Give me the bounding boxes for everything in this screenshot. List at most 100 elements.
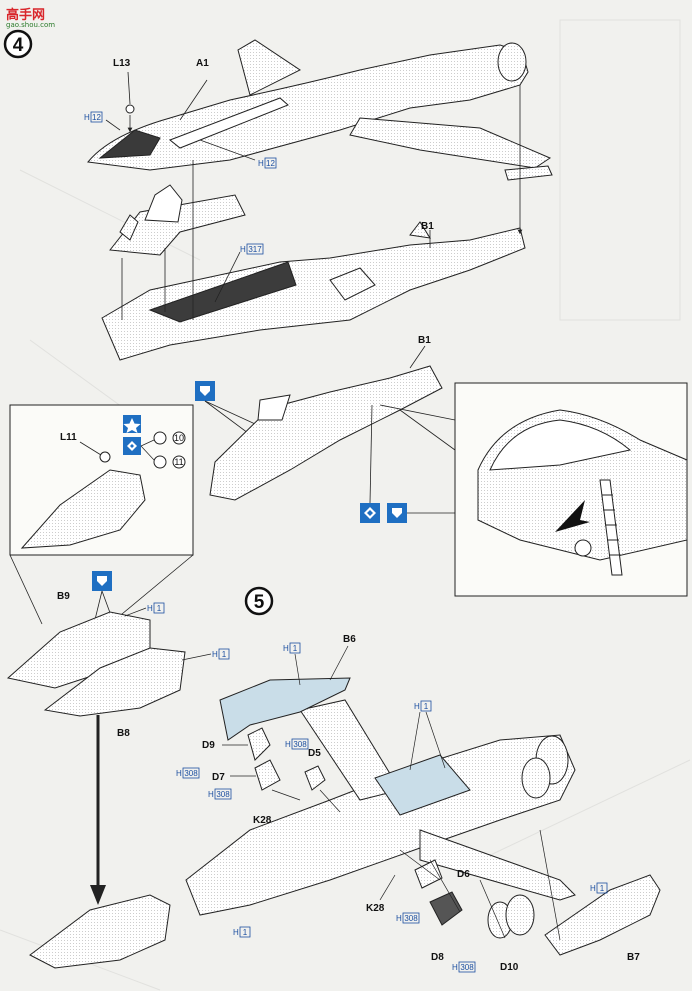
part-d6 — [414, 859, 443, 889]
step-4-marker: 4 — [3, 29, 33, 59]
svg-text:H: H — [396, 914, 402, 923]
inset-leader — [9, 554, 43, 625]
color-callout-h1-f: H 1 — [590, 882, 608, 894]
label-b6: B6 — [343, 634, 356, 645]
part-l13-drawing — [125, 104, 135, 114]
svg-text:H: H — [208, 790, 214, 799]
label-d10: D10 — [500, 962, 519, 973]
option-number: 10 — [174, 433, 184, 443]
color-code: 308 — [184, 769, 198, 778]
color-callout-h308-c: H 308 — [208, 788, 232, 800]
part-d5 — [304, 765, 326, 791]
star-icon — [123, 415, 141, 433]
color-callout-h317: H 317 — [240, 243, 264, 255]
nose-b8 — [43, 647, 186, 717]
step-4-number: 4 — [13, 35, 24, 56]
color-callout-h308-b: H 308 — [176, 767, 200, 779]
label-d7: D7 — [212, 772, 225, 783]
svg-text:H: H — [590, 884, 596, 893]
label-a1: A1 — [196, 58, 209, 69]
color-callout-h1-a: H 1 — [147, 602, 165, 614]
label-b1-detail: B1 — [418, 335, 431, 346]
part-d8 — [429, 891, 463, 926]
assembled-nose — [29, 894, 171, 969]
cockpit-area — [374, 754, 471, 816]
cement-icon-b — [387, 503, 407, 523]
clear-part-icon-b — [360, 503, 380, 523]
color-code: 308 — [404, 914, 418, 923]
svg-text:H: H — [240, 245, 246, 254]
cement-icon-a — [195, 381, 215, 401]
svg-text:H: H — [147, 604, 153, 613]
svg-text:H: H — [283, 644, 289, 653]
part-b7 — [544, 874, 661, 956]
watermark-logo: 高手网 gao.shou.com — [6, 7, 55, 29]
upper-fuselage-a1 — [87, 39, 553, 181]
color-code: 1 — [600, 884, 605, 893]
label-b7: B7 — [627, 952, 640, 963]
label-l11: L11 — [60, 432, 77, 443]
svg-text:H: H — [285, 740, 291, 749]
color-callout-h12-b: H 12 — [258, 157, 277, 169]
nozzle-a1 — [497, 42, 527, 82]
color-code: 308 — [216, 790, 230, 799]
label-d5: D5 — [308, 748, 321, 759]
color-callout-h1-b: H 1 — [212, 648, 230, 660]
svg-text:H: H — [414, 702, 420, 711]
color-code: 317 — [248, 245, 262, 254]
nose-b9 — [6, 611, 151, 689]
inset-canopy-lights: L11 10 11 — [9, 404, 194, 556]
color-code: 1 — [293, 644, 298, 653]
color-callout-h308-d: H 308 — [396, 912, 420, 924]
color-callout-h1-e: H 1 — [233, 926, 251, 938]
color-callout-h308-a: H 308 — [285, 738, 309, 750]
inset-leader — [379, 404, 456, 421]
label-b9: B9 — [57, 591, 70, 602]
label-k28-b: K28 — [366, 903, 385, 914]
color-code: 1 — [424, 702, 429, 711]
svg-text:H: H — [212, 650, 218, 659]
color-callout-h308-e: H 308 — [452, 961, 476, 973]
inset-ladder-detail — [454, 382, 688, 597]
inset-leader — [399, 409, 456, 451]
main-fuselage — [185, 699, 576, 916]
part-d10 — [487, 894, 535, 939]
color-callout-h1-c: H 1 — [283, 642, 301, 654]
label-b8: B8 — [117, 728, 130, 739]
label-k28-a: K28 — [253, 815, 272, 826]
option-number: 11 — [174, 457, 183, 467]
color-code: 1 — [157, 604, 162, 613]
color-callout-h1-d: H 1 — [414, 700, 432, 712]
inset-leader — [109, 554, 194, 625]
cockpit-tub — [109, 184, 246, 256]
label-b1: B1 — [421, 221, 434, 232]
color-code: 12 — [92, 113, 101, 122]
color-code: 308 — [293, 740, 307, 749]
assembly-leaders-5 — [222, 744, 561, 941]
svg-text:H: H — [258, 159, 264, 168]
option-10: 10 — [153, 431, 186, 445]
intake-nozzles — [521, 735, 569, 799]
cement-icon-c — [92, 571, 112, 591]
color-code: 1 — [222, 650, 227, 659]
step-5-number: 5 — [254, 592, 265, 613]
label-d8: D8 — [431, 952, 444, 963]
part-d7 — [254, 759, 281, 791]
watermark-title: 高手网 — [6, 7, 45, 23]
assembly-leaders-4 — [105, 71, 523, 320]
color-callout-h12-a: H 12 — [84, 111, 103, 123]
svg-text:H: H — [176, 769, 182, 778]
option-11: 11 — [153, 455, 186, 469]
label-d6: D6 — [457, 869, 470, 880]
label-d9: D9 — [202, 740, 215, 751]
watermark-url: gao.shou.com — [6, 21, 55, 29]
color-code: 12 — [266, 159, 275, 168]
lower-fuselage-b1 — [101, 221, 526, 361]
svg-text:H: H — [452, 963, 458, 972]
step-5-marker: 5 — [244, 586, 274, 616]
label-l13: L13 — [113, 58, 131, 69]
part-b6 — [219, 677, 351, 741]
lower-fuselage-b1-detail — [209, 365, 443, 501]
